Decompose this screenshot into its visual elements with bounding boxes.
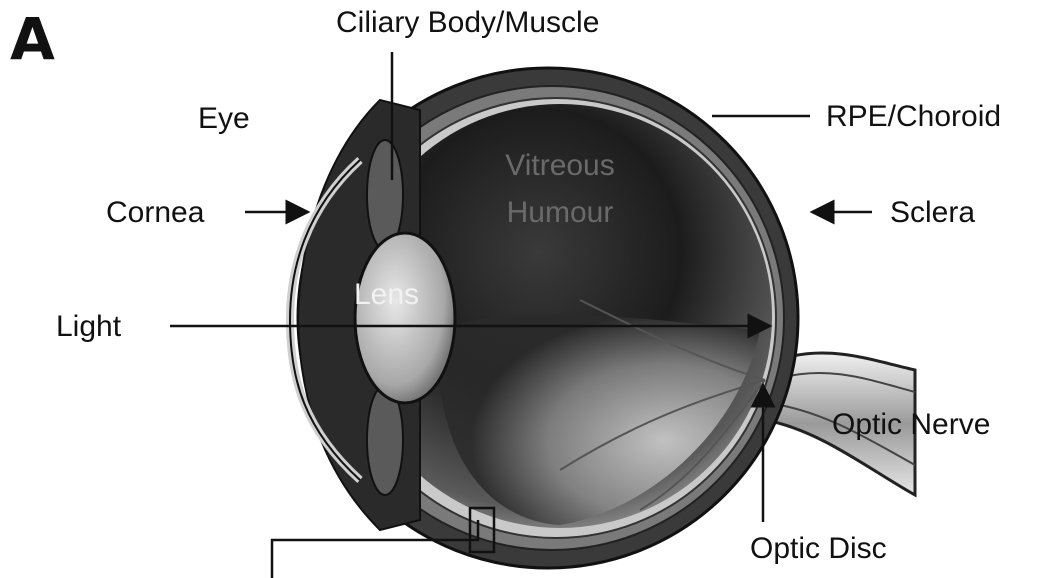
label-rpe-choroid: RPE/Choroid	[826, 102, 1001, 132]
label-eye: Eye	[198, 104, 250, 134]
label-light: Light	[56, 312, 121, 342]
label-sclera: Sclera	[890, 198, 975, 228]
label-optic-disc: Optic Disc	[750, 534, 887, 564]
vitreous-label-line1: Vitreous	[505, 149, 615, 182]
label-ciliary-body: Ciliary Body/Muscle	[336, 8, 599, 38]
lens-shape	[355, 233, 455, 403]
label-lens: Lens	[354, 280, 419, 310]
label-optic-nerve: Optic Nerve	[832, 410, 990, 440]
vitreous-label-line2: Humour	[507, 196, 614, 229]
label-cornea: Cornea	[106, 198, 204, 228]
